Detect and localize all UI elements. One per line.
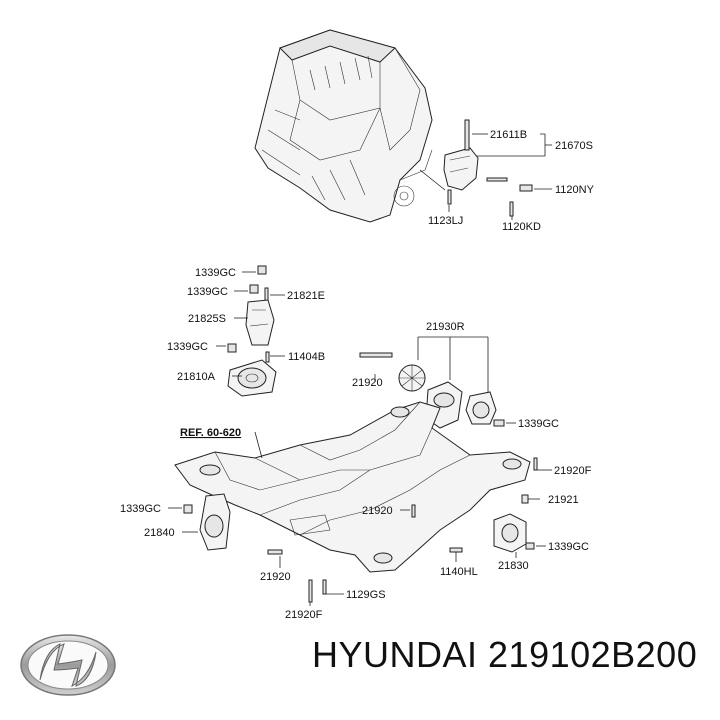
left-mount-assembly <box>216 265 285 397</box>
label-21611B: 21611B <box>490 129 527 141</box>
label-11404B: 11404B <box>288 351 325 363</box>
brand-part-number: HYUNDAI 219102B200 <box>312 634 698 675</box>
label-21840: 21840 <box>144 527 175 539</box>
label-21830: 21830 <box>498 560 529 572</box>
label-21670S: 21670S <box>555 140 593 152</box>
label-21921: 21921 <box>548 494 579 506</box>
label-1339GC-b: 1339GC <box>187 286 228 298</box>
label-1339GC-a: 1339GC <box>195 267 236 279</box>
label-1339GC-d: 1339GC <box>518 418 559 430</box>
center-mount-assembly <box>359 336 516 429</box>
engine-block <box>254 29 433 223</box>
label-1339GC-e: 1339GC <box>120 503 161 515</box>
lower-left-mount <box>168 493 283 568</box>
subframe <box>174 401 531 573</box>
label-1140HL: 1140HL <box>440 566 478 578</box>
fasteners <box>308 374 552 606</box>
label-21920-b: 21920 <box>362 505 393 517</box>
part-labels: 21611B 21670S 1120NY 1123LJ 1120KD 1339G… <box>120 129 595 621</box>
hyundai-logo-icon <box>20 634 116 696</box>
label-1120KD: 1120KD <box>502 221 541 233</box>
label-1339GC-f: 1339GC <box>548 541 589 553</box>
label-21920-c: 21920 <box>260 571 291 583</box>
label-21920F-a: 21920F <box>554 465 592 477</box>
label-21821E: 21821E <box>287 290 325 302</box>
label-21920-a: 21920 <box>352 377 383 389</box>
label-21920F-b: 21920F <box>285 609 323 621</box>
ref-label: REF. 60-620 <box>180 427 241 439</box>
label-1339GC-c: 1339GC <box>167 341 208 353</box>
label-1123LJ: 1123LJ <box>428 215 463 227</box>
label-1120NY: 1120NY <box>555 184 595 196</box>
label-21810A: 21810A <box>177 371 216 383</box>
lower-right-mount <box>449 494 546 562</box>
upper-leaders <box>448 133 552 220</box>
label-21930R: 21930R <box>426 321 465 333</box>
upper-bracket <box>419 119 533 217</box>
label-21825S: 21825S <box>188 313 226 325</box>
label-1129GS: 1129GS <box>346 589 386 601</box>
